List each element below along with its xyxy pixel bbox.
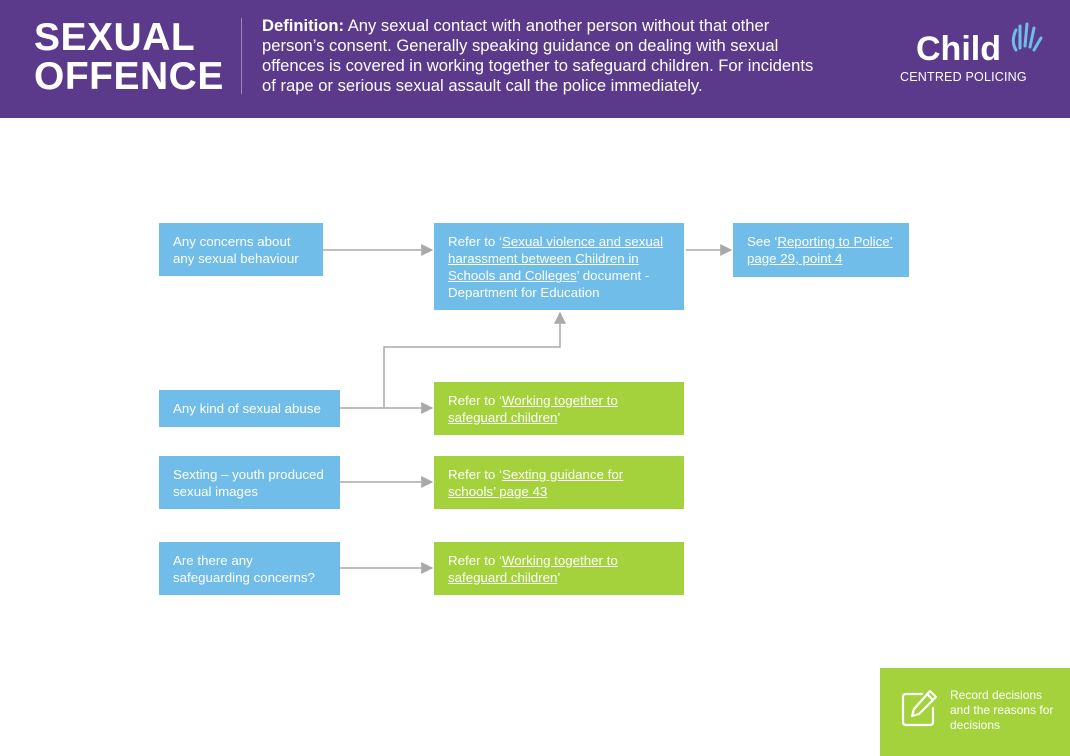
box-concerns-text: Any concerns about any sexual behaviour: [173, 233, 299, 266]
reporting-to-police-link[interactable]: Reporting to Police’ page 29, point 4: [747, 234, 893, 266]
see-prefix: See ‘: [747, 234, 778, 249]
arrow-abuse-up-to-sv: [383, 311, 566, 408]
definition-label: Definition:: [262, 16, 345, 35]
refer-sv-prefix: Refer to ‘: [448, 234, 502, 249]
logo-word: Child: [916, 30, 1001, 68]
box-concerns-sexual-behaviour: Any concerns about any sexual behaviour: [159, 223, 323, 276]
box-refer-working-together-1: Refer to ‘Working together to safeguard …: [434, 382, 684, 435]
refer-wt2-prefix: Refer to ‘: [448, 552, 502, 568]
hands-icon: [1010, 20, 1044, 61]
definition-body: Any sexual contact with another person w…: [262, 16, 814, 95]
box-safeguarding-concerns: Are there any safeguarding concerns?: [159, 542, 340, 595]
box-abuse-text: Any kind of sexual abuse: [173, 401, 321, 416]
box-safeguarding-text: Are there any safeguarding concerns?: [173, 552, 315, 585]
box-see-reporting-to-police: See ‘Reporting to Police’ page 29, point…: [733, 223, 909, 277]
pencil-note-icon: [900, 688, 940, 733]
refer-wt1-suffix: ’: [557, 409, 561, 425]
header-banner: SEXUAL OFFENCE Definition: Any sexual co…: [0, 0, 1070, 118]
refer-sexting-prefix: Refer to ‘: [448, 466, 502, 482]
header-divider: [241, 18, 242, 94]
title-line-2: OFFENCE: [34, 55, 224, 98]
refer-sv-suffix: ’ document - Department for Education: [448, 268, 650, 300]
record-decisions-panel: Record decisions and the reasons for dec…: [880, 668, 1070, 756]
box-refer-sexting-guidance: Refer to ‘Sexting guidance for schools’ …: [434, 456, 684, 509]
sexting-guidance-link[interactable]: Sexting guidance for schools’ page 43: [448, 466, 624, 499]
record-decisions-text: Record decisions and the reasons for dec…: [950, 688, 1054, 732]
title-line-1: SEXUAL: [34, 16, 196, 59]
box-refer-working-together-2: Refer to ‘Working together to safeguard …: [434, 542, 684, 595]
refer-wt1-prefix: Refer to ‘: [448, 392, 502, 408]
box-sexting-text: Sexting – youth produced sexual images: [173, 466, 324, 499]
working-together-link-1[interactable]: Working together to safeguard children: [448, 392, 618, 425]
sexual-violence-guidance-link[interactable]: Sexual violence and sexual harassment be…: [448, 234, 664, 283]
working-together-link-2[interactable]: Working together to safeguard children: [448, 552, 618, 585]
page-title: SEXUAL OFFENCE: [34, 18, 224, 96]
logo-subtitle: CENTRED POLICING: [900, 70, 1027, 84]
refer-wt2-suffix: ’: [557, 569, 561, 585]
definition-text: Definition: Any sexual contact with anot…: [262, 16, 822, 96]
box-sexual-abuse: Any kind of sexual abuse: [159, 390, 340, 427]
box-refer-sexual-violence: Refer to ‘Sexual violence and sexual har…: [434, 223, 684, 310]
box-sexting: Sexting – youth produced sexual images: [159, 456, 340, 509]
child-centred-policing-logo: Child CENTRED POLICING: [896, 20, 1046, 90]
